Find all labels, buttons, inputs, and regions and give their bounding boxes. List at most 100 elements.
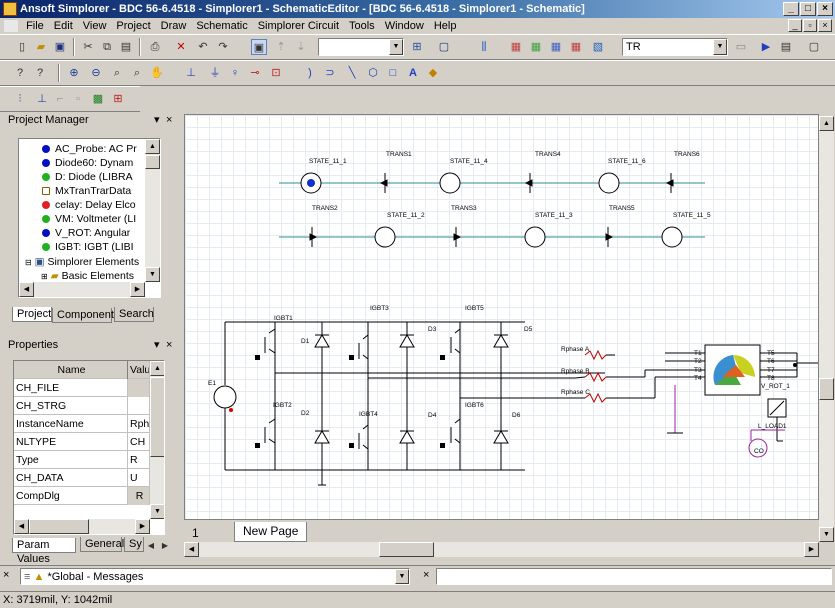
canvas-vscrollbar[interactable]: ▲ ▼ (819, 116, 834, 542)
marker-icon[interactable]: ⊞ (113, 93, 123, 105)
menu-project[interactable]: Project (116, 20, 151, 32)
minimize-button[interactable]: _ (783, 2, 799, 16)
menu-help[interactable]: Help (433, 20, 457, 32)
tab-search[interactable]: Search (114, 307, 154, 322)
mdi-restore-button[interactable]: ▫ (803, 19, 817, 32)
pm-close-icon[interactable]: × (166, 114, 173, 126)
line-icon[interactable]: ╲ (348, 67, 356, 79)
page-number[interactable]: 1 (192, 526, 199, 540)
output-icon[interactable]: ▤ (780, 41, 792, 53)
move-up-icon[interactable]: ⇡ (276, 41, 286, 53)
context-help-icon[interactable]: ? (36, 67, 44, 79)
tree-item[interactable]: D: Diode (LIBRA (42, 170, 133, 184)
zoom-area-icon[interactable]: ⌕ (113, 67, 121, 79)
canvas-hscrollbar[interactable]: ◀ ▶ (184, 542, 819, 557)
tree-vscrollbar[interactable]: ▲ ▼ (145, 139, 160, 282)
messages-combo[interactable]: ≡ ▲ *Global - Messages ▼ (20, 568, 410, 585)
arc2-icon[interactable]: ⊃ (325, 67, 335, 79)
grid-icon[interactable]: ⊞ (412, 41, 422, 53)
mdi-close-button[interactable]: × (818, 19, 832, 32)
node-icon[interactable]: ▫ (76, 93, 80, 105)
zoom-combo[interactable]: ▼ (318, 38, 404, 56)
fill-icon[interactable]: ◆ (428, 67, 438, 79)
col-name-header[interactable]: Name (14, 361, 128, 379)
doc-icon[interactable] (4, 20, 18, 33)
table-row[interactable]: CH_FILE (14, 379, 150, 397)
tabs-left-icon[interactable]: ◀ (147, 541, 155, 550)
messages-close-icon[interactable]: × (3, 569, 10, 581)
props-vscrollbar[interactable]: ▲ ▼ (150, 361, 164, 519)
place-icon[interactable]: ▭ (735, 41, 747, 53)
menu-tools[interactable]: Tools (349, 20, 375, 32)
move-down-icon[interactable]: ⇣ (296, 41, 306, 53)
tree-item[interactable]: MxTranTrarData (42, 184, 131, 198)
tab-project[interactable]: Project (12, 307, 52, 322)
paste-icon[interactable]: ▤ (120, 41, 132, 53)
open-icon[interactable]: ▰ (36, 41, 46, 53)
zoom-in-icon[interactable]: ⊕ (69, 67, 79, 79)
help-icon[interactable]: ? (16, 67, 24, 79)
mdi-minimize-button[interactable]: _ (788, 19, 802, 32)
analysis-icon-3[interactable]: ▦ (550, 41, 562, 53)
schematic-svg[interactable]: STATE_11_1 STATE_11_4 STATE_11_6 TRANS1 … (185, 115, 819, 520)
undo-icon[interactable]: ↶ (198, 41, 208, 53)
menu-view[interactable]: View (82, 20, 107, 32)
tab-components[interactable]: Components (52, 308, 119, 323)
tree-item[interactable]: celay: Delay Elco (42, 198, 136, 212)
chart-icon[interactable]: ⫶ (18, 93, 22, 105)
new-icon[interactable]: ▯ (18, 41, 26, 53)
zoom-out-icon[interactable]: ⊖ (91, 67, 101, 79)
output-close-icon[interactable]: × (423, 569, 430, 581)
analysis-icon-1[interactable]: ▦ (510, 41, 522, 53)
tabs-right-icon[interactable]: ▶ (161, 541, 169, 550)
tab-general[interactable]: General (80, 537, 124, 552)
probe-icon[interactable]: ⊡ (271, 67, 281, 79)
pan-icon[interactable]: ✋ (150, 67, 164, 79)
tab-sy[interactable]: Sy (124, 537, 144, 552)
wire-icon[interactable]: ⫼ (481, 41, 487, 53)
probe-circle[interactable] (748, 438, 768, 458)
save-icon[interactable]: ▣ (54, 41, 66, 53)
col-value-header[interactable]: Valu (128, 361, 150, 379)
props-close-icon[interactable]: × (166, 339, 173, 351)
print-icon[interactable]: ⎙ (150, 41, 160, 53)
analysis-icon-5[interactable]: ▧ (592, 41, 604, 53)
label-icon[interactable]: ⊸ (250, 67, 260, 79)
text-icon[interactable]: A (409, 67, 417, 79)
arc-icon[interactable]: ) (308, 67, 312, 79)
menu-edit[interactable]: Edit (53, 20, 73, 32)
symbol-icon[interactable]: ▩ (92, 93, 104, 105)
select-icon[interactable]: ▣ (251, 39, 267, 55)
run-icon[interactable]: ▶ (761, 41, 771, 53)
power-icon[interactable]: ♀ (230, 67, 240, 79)
schematic-canvas[interactable]: STATE_11_1 STATE_11_4 STATE_11_6 TRANS1 … (184, 114, 819, 520)
polygon-icon[interactable]: ⬡ (368, 67, 378, 79)
table-row[interactable]: CH_STRG (14, 397, 150, 415)
ground-icon[interactable]: ⏚ (209, 67, 221, 79)
menu-window[interactable]: Window (384, 20, 424, 32)
port-icon[interactable]: ⊥ (186, 67, 196, 79)
pm-pin-icon[interactable]: ▾ (154, 114, 160, 126)
zoom-fit-icon[interactable]: ⌕ (133, 67, 141, 79)
copy-icon[interactable]: ⧉ (103, 41, 111, 53)
measure-icon[interactable]: ⊥ (37, 93, 47, 105)
rect-icon[interactable]: □ (389, 67, 397, 79)
delete-icon[interactable]: ✕ (176, 41, 186, 53)
output-field[interactable] (436, 568, 832, 585)
close-button[interactable]: × (817, 2, 833, 16)
props-pin-icon[interactable]: ▾ (154, 339, 160, 351)
tree-item[interactable]: AC_Probe: AC Pr (42, 142, 137, 156)
project-tree[interactable]: AC_Probe: AC Pr Diode60: Dynam D: Diode … (18, 138, 161, 298)
connect-icon[interactable]: ⌐ (56, 93, 64, 105)
tree-group-simplorer[interactable]: ⊟ ▣ Simplorer Elements (25, 256, 140, 268)
tree-item[interactable]: V_ROT: Angular (42, 226, 130, 240)
component-icon[interactable]: ▢ (438, 41, 450, 53)
dc-source[interactable] (213, 385, 237, 409)
analysis-icon-4[interactable]: ▦ (570, 41, 582, 53)
element-combo[interactable]: TR▼ (622, 38, 728, 56)
